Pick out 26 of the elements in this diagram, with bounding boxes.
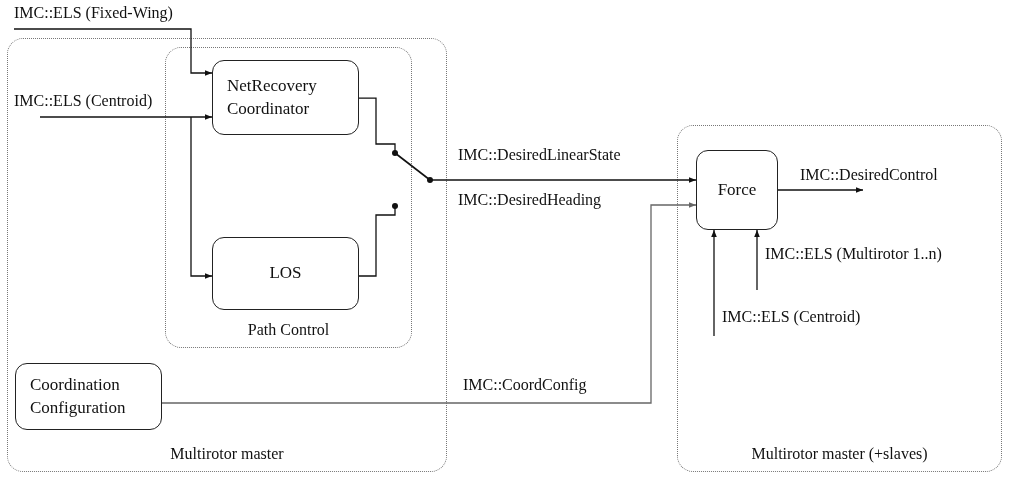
edge-label: IMC::ELS (Centroid) <box>722 308 861 326</box>
process-box <box>212 237 359 310</box>
edge-label: IMC::DesiredControl <box>800 166 938 184</box>
arrow <box>777 187 864 193</box>
group-title: Multirotor master (+slaves) <box>750 445 929 463</box>
signal-label: IMC::DesiredHeading <box>458 191 602 209</box>
box-label: LOS <box>269 262 302 285</box>
box-label: Force <box>717 178 757 201</box>
process-box <box>212 60 359 135</box>
process-box <box>696 150 778 230</box>
arrow <box>711 229 717 337</box>
arrow <box>13 28 213 76</box>
edge-label: IMC::ELS (Multirotor 1..n) <box>765 245 942 263</box>
arrow <box>190 116 213 279</box>
arrow <box>754 229 760 291</box>
edge-label: IMC::CoordConfig <box>463 376 587 394</box>
box-label: Coordination Configuration <box>30 374 127 419</box>
process-box <box>15 363 162 430</box>
edge-label: IMC::ELS (Fixed-Wing) <box>14 4 173 22</box>
arrow <box>161 202 697 404</box>
edge-label: IMC::DesiredLinearState <box>458 146 621 164</box>
arrow <box>39 114 213 120</box>
edge-label: IMC::ELS (Centroid) <box>14 92 153 110</box>
box-label: NetRecovery Coordinator <box>227 75 318 120</box>
group-title: Multirotor master <box>169 445 285 463</box>
group-title: Path Control <box>246 321 331 339</box>
